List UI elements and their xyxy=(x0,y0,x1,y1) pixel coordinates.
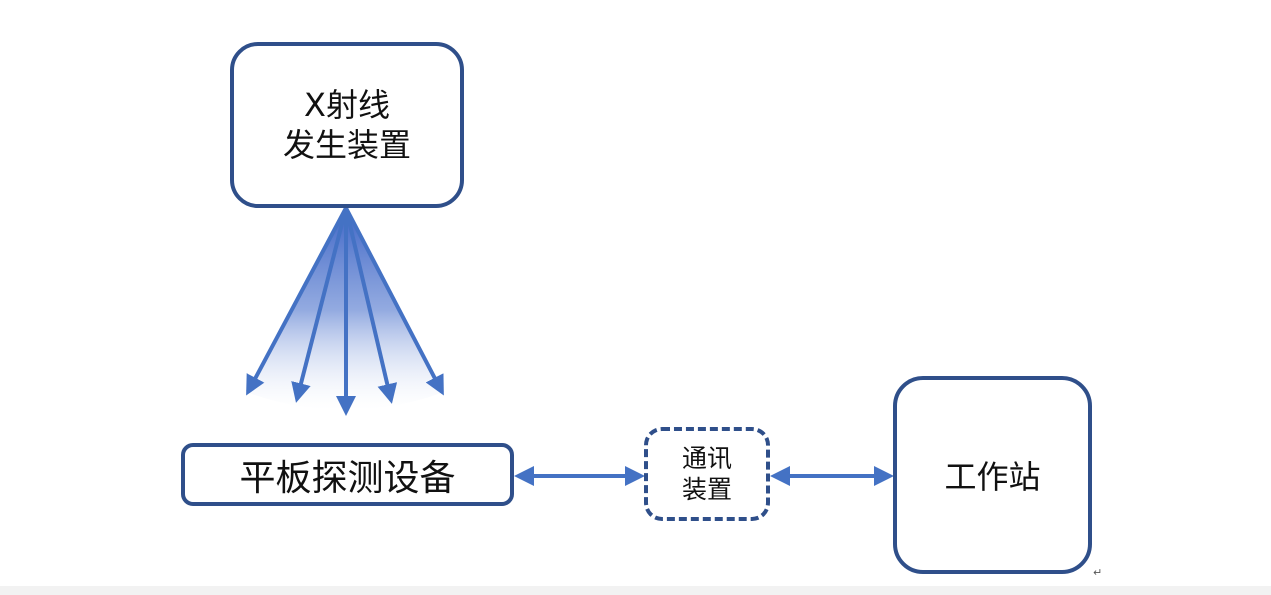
xray-ray-4 xyxy=(344,207,398,404)
xray-ray-5 xyxy=(344,207,444,396)
document-bottom-strip xyxy=(0,586,1271,595)
communication-device-label-line1: 通讯 xyxy=(681,444,732,473)
workstation-label: 工作站 xyxy=(944,458,1041,496)
xray-generator-label-line1: X射线 xyxy=(304,86,390,124)
xray-generator-label-line2: 发生装置 xyxy=(282,126,411,164)
communication-device-box: 通讯 装置 xyxy=(644,427,770,521)
xray-ray-1 xyxy=(246,207,348,396)
flat-panel-detector-box: 平板探测设备 xyxy=(181,443,514,506)
paragraph-mark: ↵ xyxy=(1093,566,1103,579)
xray-ray-2 xyxy=(291,207,348,403)
communication-device-label-line2: 装置 xyxy=(681,475,732,504)
flat-panel-detector-label: 平板探测设备 xyxy=(239,457,456,499)
xray-generator-box: X射线 发生装置 xyxy=(230,42,464,208)
workstation-box: 工作站 xyxy=(893,376,1092,574)
